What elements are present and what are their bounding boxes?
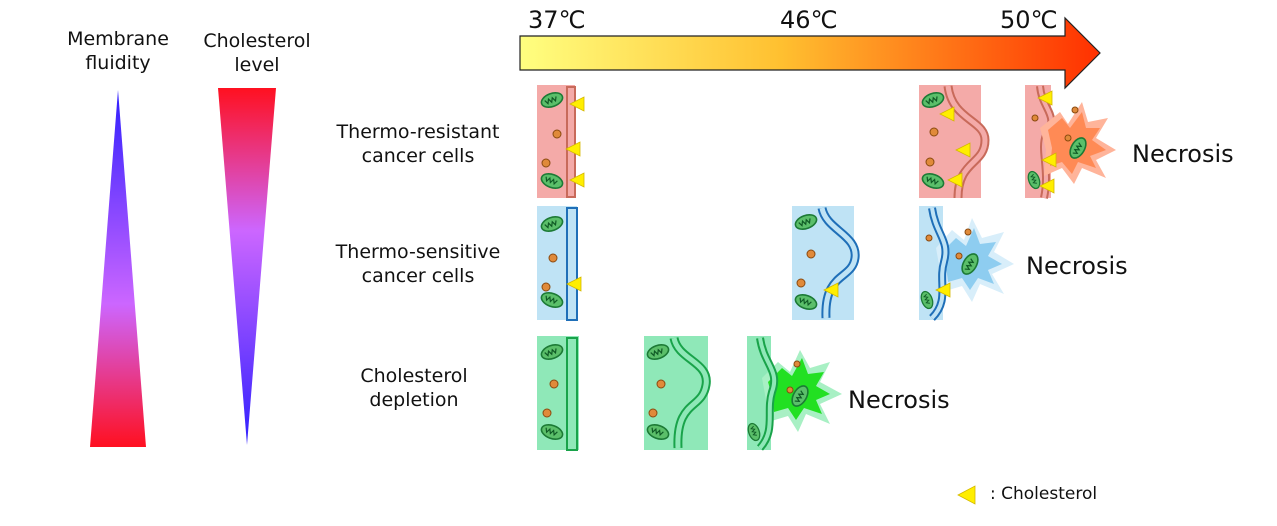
row-label-depletion: Cholesterol depletion [314, 364, 514, 412]
cholesterol-legend-text: : Cholesterol [990, 484, 1098, 504]
row-label-sensitive-line1: Thermo-sensitive [335, 241, 501, 263]
row-label-resistant: Thermo-resistant cancer cells [318, 120, 518, 168]
necrosis-label-depletion: Necrosis [848, 386, 950, 414]
row-label-sensitive: Thermo-sensitive cancer cells [318, 240, 518, 288]
temperature-arrow [519, 16, 1101, 90]
cholesterol-level-label: Cholesterol level [190, 29, 324, 77]
row-label-sensitive-line2: cancer cells [361, 265, 475, 287]
cholesterol-level-line1: Cholesterol [203, 30, 311, 52]
cholesterol-level-line2: level [234, 54, 280, 76]
necrosis-label-sensitive: Necrosis [1026, 252, 1128, 280]
row-label-resistant-line1: Thermo-resistant [336, 121, 500, 143]
cholesterol-legend-icon [957, 485, 976, 505]
membrane-fluidity-gradient [90, 90, 146, 447]
temp-50: 50℃ [1000, 6, 1058, 34]
sensitive-cell-37 [537, 206, 582, 321]
depletion-cell-50 [745, 336, 842, 451]
row-label-resistant-line2: cancer cells [361, 145, 475, 167]
row-label-depletion-line2: depletion [369, 389, 459, 411]
depletion-cell-46 [644, 336, 711, 450]
row-label-depletion-line1: Cholesterol [360, 365, 468, 387]
membrane-fluidity-line1: Membrane [67, 28, 169, 50]
membrane-fluidity-line2: fluidity [85, 52, 151, 74]
resistant-cell-46 [919, 85, 990, 199]
resistant-cell-37 [537, 85, 585, 198]
resistant-cell-50 [1025, 85, 1116, 199]
necrosis-label-resistant: Necrosis [1132, 140, 1234, 168]
temp-46: 46℃ [780, 6, 838, 34]
membrane-fluidity-label: Membrane fluidity [56, 27, 180, 75]
sensitive-cell-50 [918, 206, 1014, 321]
depletion-cell-37 [537, 336, 579, 451]
temp-37: 37℃ [528, 6, 586, 34]
cholesterol-level-gradient [218, 88, 276, 445]
sensitive-cell-46 [792, 206, 860, 320]
